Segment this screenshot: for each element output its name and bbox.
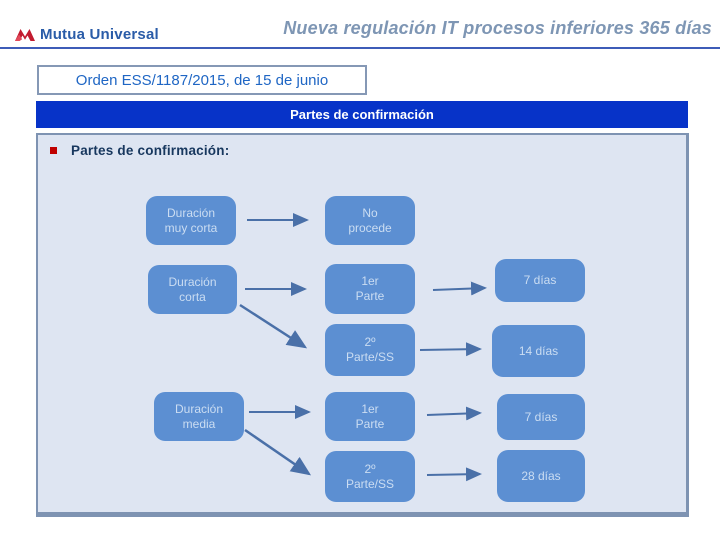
banner-label: Partes de confirmación [290, 107, 434, 122]
heading-label: Partes de confirmación: [71, 143, 230, 158]
flowchart-panel: Partes de confirmación: Duración muy cor… [36, 133, 689, 517]
flow-box-duracion-corta: Duración corta [148, 265, 237, 314]
mutua-universal-logo: Mutua Universal [14, 26, 159, 43]
flow-box-1er-parte-b: 1er Parte [325, 392, 415, 441]
logo-label: Mutua Universal [40, 26, 159, 43]
flow-box-14-dias: 14 días [492, 325, 585, 377]
slide-header: Mutua Universal Nueva regulación IT proc… [0, 0, 720, 49]
section-banner: Partes de confirmación [36, 101, 688, 128]
flow-box-no-procede: No procede [325, 196, 415, 245]
flow-box-1er-parte-a: 1er Parte [325, 264, 415, 314]
flow-box-28-dias: 28 días [497, 450, 585, 502]
flow-box-duracion-media: Duración media [154, 392, 244, 441]
flow-box-2-parte-ss-a: 2º Parte/SS [325, 324, 415, 376]
flow-box-7-dias-a: 7 días [495, 259, 585, 302]
flow-box-7-dias-b: 7 días [497, 394, 585, 440]
mutua-logo-icon [15, 29, 35, 41]
flow-box-2-parte-ss-b: 2º Parte/SS [325, 451, 415, 502]
orden-box: Orden ESS/1187/2015, de 15 de junio [37, 65, 367, 95]
content-heading: Partes de confirmación: [50, 143, 229, 158]
slide-title: Nueva regulación IT procesos inferiores … [283, 18, 712, 38]
flow-box-duracion-muy-corta: Duración muy corta [146, 196, 236, 245]
square-bullet-icon [50, 147, 57, 154]
orden-label: Orden ESS/1187/2015, de 15 de junio [75, 71, 329, 89]
